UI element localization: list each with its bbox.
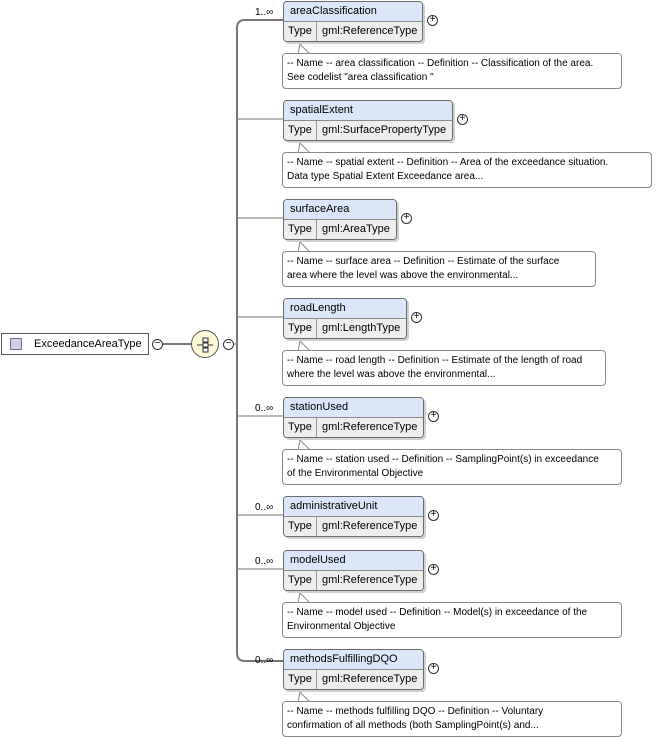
element-type-row: Type gml:ReferenceType: [284, 22, 422, 41]
sequence-collapse-toggle[interactable]: −: [223, 339, 234, 350]
type-value: gml:SurfacePropertyType: [322, 124, 447, 136]
annotation-line: -- Name -- area classification -- Defini…: [287, 58, 594, 69]
annotation-pointer: [297, 690, 311, 703]
annotation-line: where the level was above the environmen…: [287, 369, 496, 380]
annotation-box: -- Name -- surface area -- Definition --…: [282, 251, 596, 287]
element-type-row: Type gml:ReferenceType: [284, 670, 423, 689]
annotation-line: Data type Spatial Extent Exceedance area…: [287, 171, 484, 182]
type-value: gml:ReferenceType: [322, 421, 418, 433]
type-value: gml:AreaType: [322, 223, 390, 235]
annotation-box: -- Name -- methods fulfilling DQO -- Def…: [282, 701, 622, 737]
annotation-line: -- Name -- station used -- Definition --…: [287, 454, 599, 465]
root-collapse-toggle[interactable]: −: [152, 339, 163, 350]
annotation-line: -- Name -- surface area -- Definition --…: [287, 256, 560, 267]
element-name: modelUsed: [284, 551, 423, 571]
type-label: Type: [284, 319, 317, 338]
sequence-compositor[interactable]: [191, 330, 219, 358]
type-label: Type: [284, 571, 317, 590]
element-name: administrativeUnit: [284, 497, 423, 517]
root-element-name: ExceedanceAreaType: [34, 338, 142, 350]
type-value: gml:LengthType: [322, 322, 401, 334]
sequence-icon: [197, 337, 213, 353]
cardinality-label: 0..∞: [255, 403, 274, 414]
root-element-exceedance-area-type[interactable]: ExceedanceAreaType: [1, 333, 149, 355]
annotation-line: -- Name -- spatial extent -- Definition …: [287, 157, 609, 168]
annotation-pointer: [297, 438, 311, 451]
sequence-spine: [236, 19, 283, 662]
type-value: gml:ReferenceType: [322, 673, 418, 685]
expand-toggle[interactable]: +: [457, 114, 468, 125]
element-type-row: Type gml:ReferenceType: [284, 517, 423, 536]
annotation-pointer: [297, 591, 311, 604]
expand-toggle[interactable]: +: [428, 564, 439, 575]
element-type-row: Type gml:AreaType: [284, 220, 396, 239]
type-label: Type: [284, 220, 317, 239]
annotation-line: area where the level was above the envir…: [287, 270, 519, 281]
type-value: gml:ReferenceType: [322, 520, 418, 532]
type-label: Type: [284, 121, 317, 140]
annotation-pointer: [297, 141, 311, 154]
annotation-box: -- Name -- road length -- Definition -- …: [282, 350, 606, 386]
annotation-line: -- Name -- model used -- Definition -- M…: [287, 607, 588, 618]
annotation-box: -- Name -- station used -- Definition --…: [282, 449, 622, 485]
cardinality-label: 0..∞: [255, 502, 274, 513]
annotation-pointer: [297, 339, 311, 352]
annotation-line: -- Name -- road length -- Definition -- …: [287, 355, 583, 366]
type-label: Type: [284, 418, 317, 437]
expand-toggle[interactable]: +: [428, 411, 439, 422]
type-label: Type: [284, 517, 317, 536]
annotation-pointer: [297, 42, 311, 55]
annotation-line: See codelist "area classification ": [287, 72, 434, 83]
type-label: Type: [284, 22, 317, 41]
expand-toggle[interactable]: +: [411, 312, 422, 323]
annotation-box: -- Name -- spatial extent -- Definition …: [282, 152, 652, 188]
complex-type-icon: [10, 338, 22, 350]
element-type-row: Type gml:ReferenceType: [284, 571, 423, 590]
element-name: spatialExtent: [284, 101, 452, 121]
type-value: gml:ReferenceType: [322, 574, 418, 586]
expand-toggle[interactable]: +: [428, 663, 439, 674]
type-label: Type: [284, 670, 317, 689]
expand-toggle[interactable]: +: [401, 213, 412, 224]
annotation-line: of the Environmental Objective: [287, 468, 424, 479]
annotation-line: confirmation of all methods (both Sampli…: [287, 720, 539, 731]
annotation-pointer: [297, 240, 311, 253]
element-type-row: Type gml:LengthType: [284, 319, 406, 338]
type-value: gml:ReferenceType: [322, 25, 418, 37]
cardinality-label: 1..∞: [255, 7, 274, 18]
element-type-row: Type gml:ReferenceType: [284, 418, 423, 437]
annotation-line: -- Name -- methods fulfilling DQO -- Def…: [287, 706, 544, 717]
element-name: methodsFulfillingDQO: [284, 650, 423, 670]
annotation-box: -- Name -- model used -- Definition -- M…: [282, 602, 622, 638]
element-name: surfaceArea: [284, 200, 396, 220]
annotation-box: -- Name -- area classification -- Defini…: [282, 53, 622, 89]
expand-toggle[interactable]: +: [427, 15, 438, 26]
element-type-row: Type gml:SurfacePropertyType: [284, 121, 452, 140]
element-name: areaClassification: [284, 2, 422, 22]
annotation-line: Environmental Objective: [287, 621, 396, 632]
expand-toggle[interactable]: +: [428, 510, 439, 521]
element-name: stationUsed: [284, 398, 423, 418]
element-name: roadLength: [284, 299, 406, 319]
cardinality-label: 0..∞: [255, 556, 274, 567]
cardinality-label: 0..∞: [255, 655, 274, 666]
